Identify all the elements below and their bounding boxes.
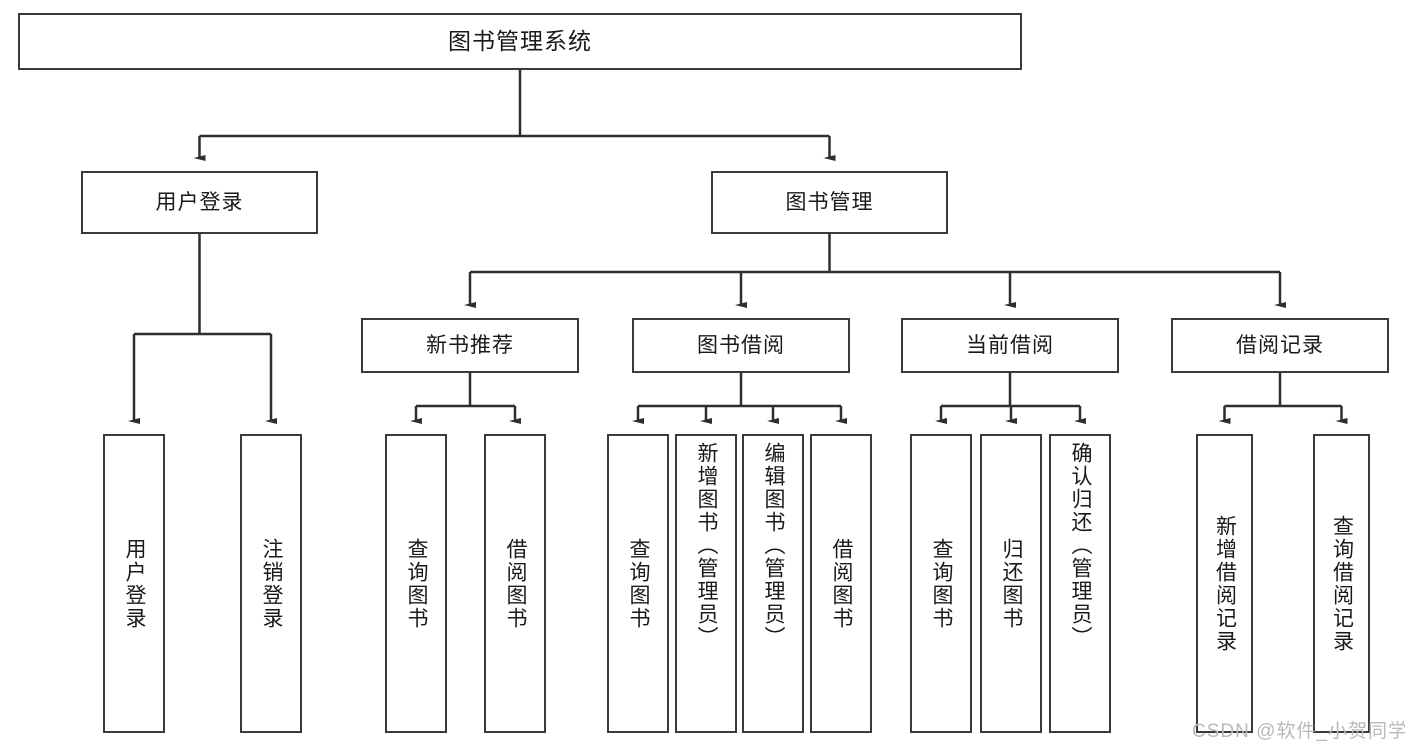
node-current-borrow[interactable]: 当前借阅: [901, 318, 1119, 373]
node-label-leaf-user-login: 用户登录: [123, 537, 147, 630]
node-leaf-borrow-book-2[interactable]: 借阅图书: [810, 434, 872, 733]
node-label-leaf-add-borrow-record: 新增借阅记录: [1213, 514, 1237, 653]
node-label-current-borrow: 当前借阅: [966, 333, 1054, 357]
node-leaf-user-login[interactable]: 用户登录: [103, 434, 165, 733]
node-label-user-login: 用户登录: [155, 190, 244, 214]
node-leaf-logout[interactable]: 注销登录: [240, 434, 302, 733]
node-leaf-query-book-1[interactable]: 查询图书: [385, 434, 447, 733]
node-leaf-edit-book-admin[interactable]: 编辑图书（管理员）: [742, 434, 804, 733]
node-label-new-book-rec: 新书推荐: [426, 333, 514, 357]
node-label-borrow-record: 借阅记录: [1236, 333, 1324, 357]
node-book-manage[interactable]: 图书管理: [711, 171, 948, 234]
node-book-borrow[interactable]: 图书借阅: [632, 318, 850, 373]
node-label-leaf-query-book-3: 查询图书: [930, 537, 954, 630]
node-label-leaf-add-book-admin: 新增图书（管理员）: [695, 442, 719, 649]
node-label-leaf-logout: 注销登录: [260, 537, 284, 630]
node-label-leaf-query-book-1: 查询图书: [405, 537, 429, 630]
node-label-leaf-query-book-2: 查询图书: [627, 537, 651, 630]
node-user-login[interactable]: 用户登录: [81, 171, 318, 234]
node-label-leaf-return-book: 归还图书: [1000, 537, 1024, 630]
node-label-root: 图书管理系统: [448, 27, 592, 54]
node-root[interactable]: 图书管理系统: [18, 13, 1022, 70]
node-new-book-rec[interactable]: 新书推荐: [361, 318, 579, 373]
node-leaf-borrow-book-1[interactable]: 借阅图书: [484, 434, 546, 733]
node-label-leaf-query-borrow-record: 查询借阅记录: [1330, 514, 1354, 653]
watermark-label: CSDN @软件_小贺同学: [1192, 721, 1405, 742]
node-leaf-query-book-2[interactable]: 查询图书: [607, 434, 669, 733]
node-label-book-borrow: 图书借阅: [697, 333, 785, 357]
node-leaf-query-borrow-record[interactable]: 查询借阅记录: [1313, 434, 1370, 733]
node-label-leaf-confirm-return-admin: 确认归还（管理员）: [1069, 442, 1093, 649]
node-leaf-return-book[interactable]: 归还图书: [980, 434, 1042, 733]
node-leaf-add-borrow-record[interactable]: 新增借阅记录: [1196, 434, 1253, 733]
connector-group: [128, 70, 1348, 424]
node-label-leaf-borrow-book-1: 借阅图书: [504, 537, 528, 630]
node-label-leaf-borrow-book-2: 借阅图书: [830, 537, 854, 630]
node-label-leaf-edit-book-admin: 编辑图书（管理员）: [762, 442, 786, 649]
node-borrow-record[interactable]: 借阅记录: [1171, 318, 1389, 373]
node-leaf-query-book-3[interactable]: 查询图书: [910, 434, 972, 733]
node-leaf-confirm-return-admin[interactable]: 确认归还（管理员）: [1049, 434, 1111, 733]
node-leaf-add-book-admin[interactable]: 新增图书（管理员）: [675, 434, 737, 733]
node-label-book-manage: 图书管理: [785, 190, 874, 214]
